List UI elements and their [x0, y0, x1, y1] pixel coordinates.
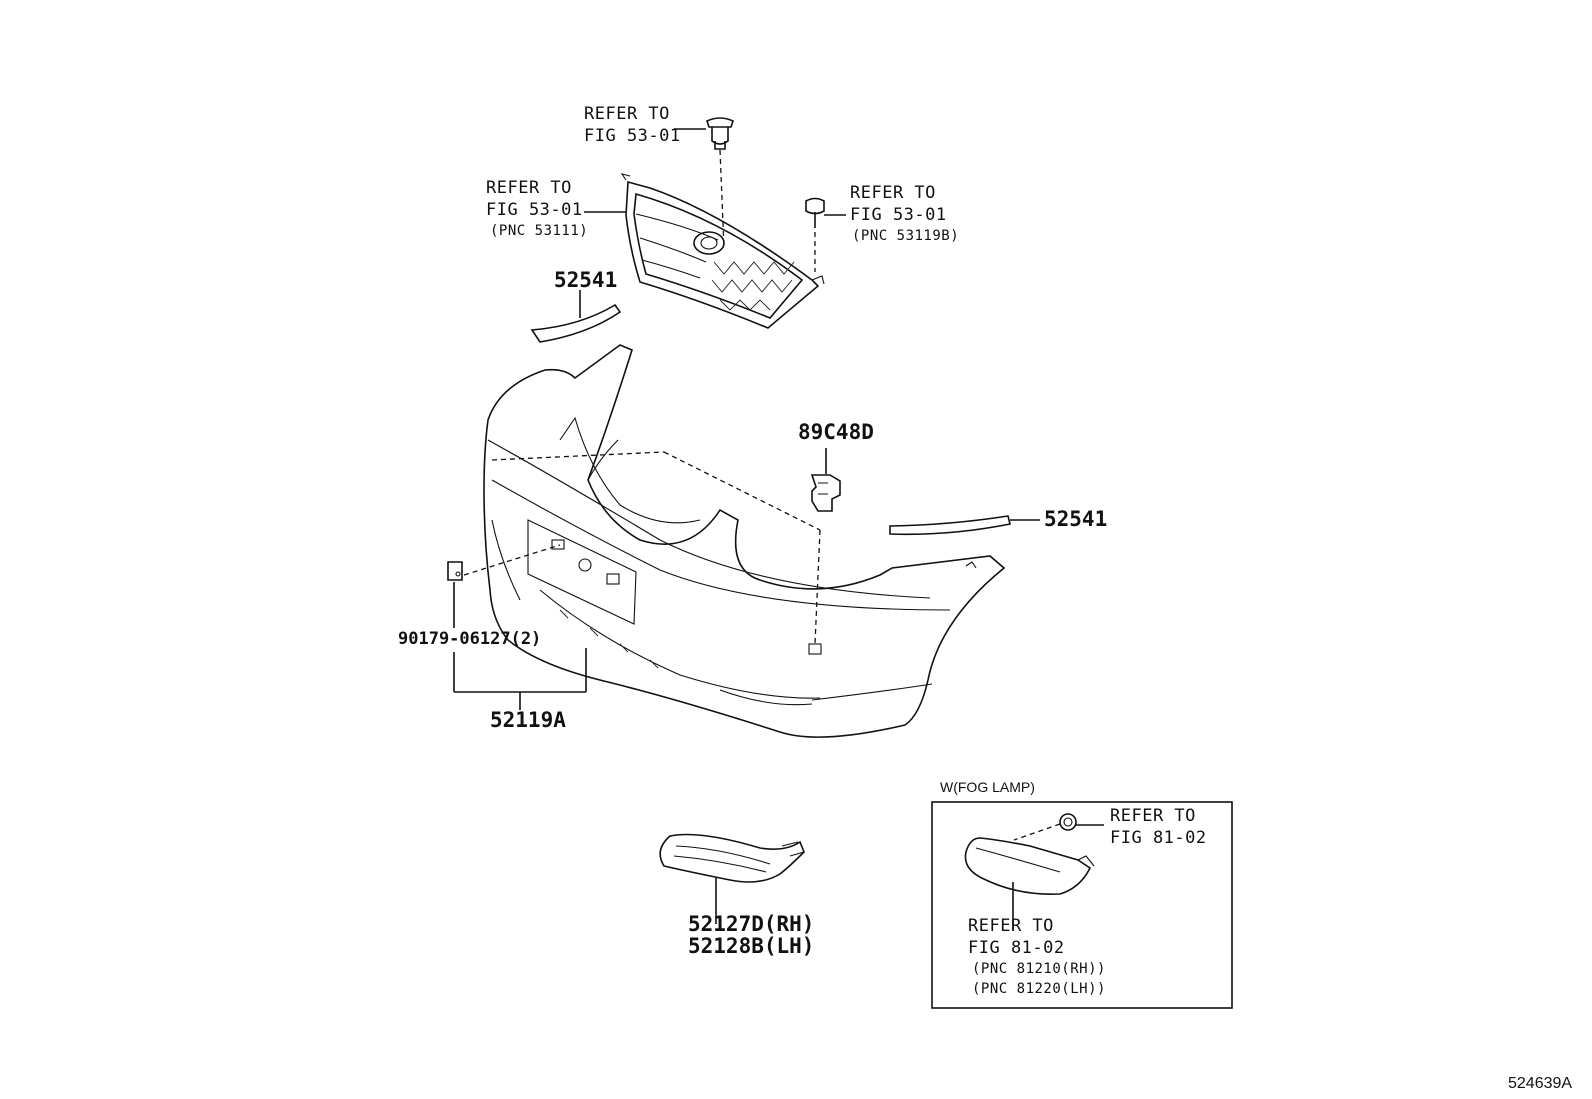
fog-lamp-group-box — [931, 801, 1233, 1009]
callout-clip-top-line1: REFER TO — [584, 104, 670, 124]
fog-box-title: W(FOG LAMP) — [940, 779, 1035, 795]
callout-fog-lamp-line1: REFER TO — [968, 916, 1054, 936]
callout-grille-line1: REFER TO — [486, 178, 572, 198]
part-number-fog-cover-lh: 52128B(LH) — [688, 934, 815, 958]
fog-lamp-cover — [659, 833, 805, 883]
callout-fog-lamp-line2: FIG 81-02 — [968, 938, 1065, 958]
front-bumper-cover — [483, 344, 1006, 738]
bumper-bracket — [810, 474, 841, 512]
callout-screw-line1: REFER TO — [850, 183, 936, 203]
callout-fog-lamp-pnc-rh: (PNC 81210(RH)) — [972, 961, 1106, 977]
retainer-clip-icon — [447, 561, 463, 581]
radiator-grille — [620, 173, 825, 329]
part-number-retainer: 90179-06127(2) — [398, 629, 542, 649]
part-number-molding-right: 52541 — [1044, 507, 1108, 531]
part-number-molding-left: 52541 — [554, 268, 618, 292]
callout-fog-nut-line2: FIG 81-02 — [1110, 828, 1207, 848]
callout-screw-line2: FIG 53-01 — [850, 205, 947, 225]
callout-grille-line2: FIG 53-01 — [486, 200, 583, 220]
callout-screw-pnc: (PNC 53119B) — [852, 228, 960, 244]
part-number-bumper-cover: 52119A — [490, 708, 566, 732]
illustration-number: 524639A — [1508, 1075, 1573, 1092]
callout-clip-top-line2: FIG 53-01 — [584, 126, 681, 146]
fog-lamp-nut-icon — [1059, 813, 1077, 831]
bumper-molding-left — [530, 303, 622, 343]
screw-icon — [805, 197, 825, 228]
bumper-molding-right — [889, 515, 1011, 536]
fog-lamp — [964, 837, 1095, 896]
callout-fog-lamp-pnc-lh: (PNC 81220(LH)) — [972, 981, 1106, 997]
callout-grille-pnc: (PNC 53111) — [490, 223, 589, 239]
clip-top-icon — [706, 117, 734, 150]
part-number-bracket: 89C48D — [798, 420, 874, 444]
callout-fog-nut-line1: REFER TO — [1110, 806, 1196, 826]
part-number-fog-cover-rh: 52127D(RH) — [688, 912, 815, 936]
